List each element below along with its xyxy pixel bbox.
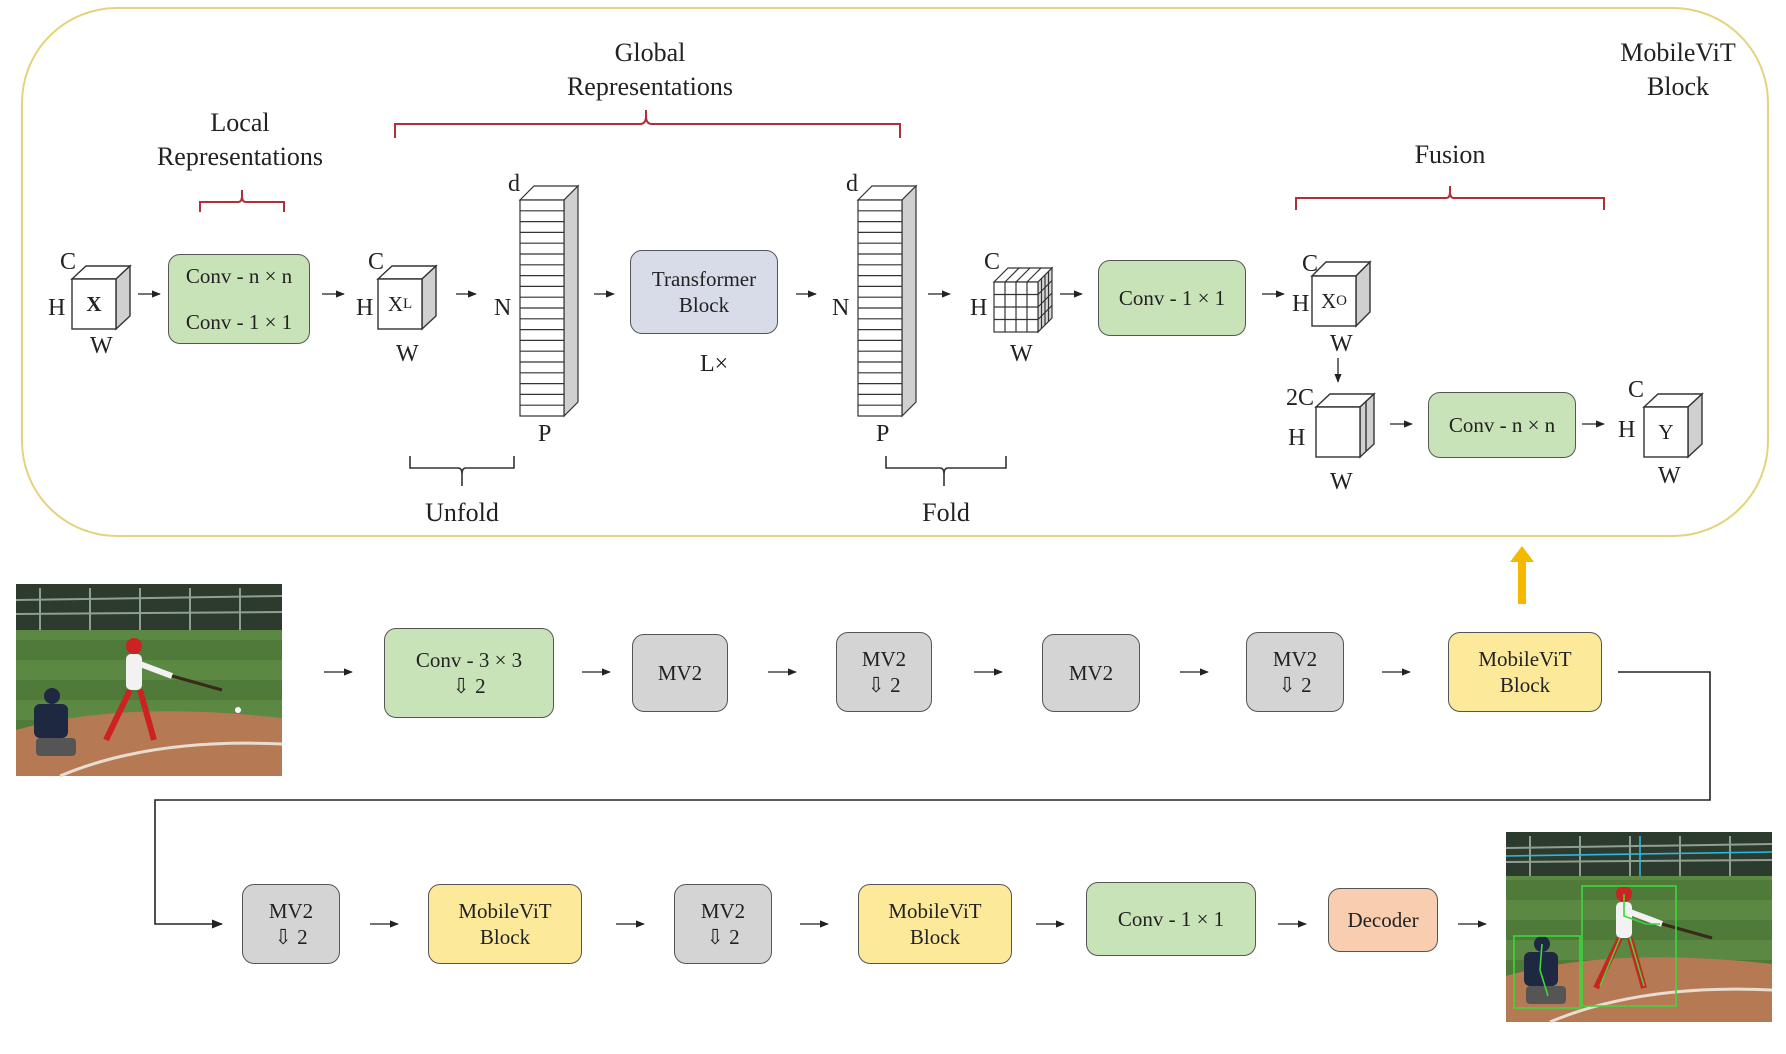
decoder-block: Decoder [1328, 888, 1438, 952]
dim-c-xl: C [368, 249, 385, 275]
mobilevit-block-title: MobileViT Block [1620, 38, 1736, 101]
dim-c-grid: C [984, 249, 1001, 275]
pipeline-mv2-label: MV2 [861, 647, 907, 671]
row-connector [154, 671, 1711, 929]
tensor-y-cube [1642, 392, 1704, 459]
dim-p-fold: P [876, 421, 890, 447]
pipeline-mobilevit-block-2: MobileViT Block [428, 884, 582, 964]
input-image [15, 584, 283, 778]
dim-w-xo: W [1330, 331, 1353, 357]
pipeline-mv2-label: MV2 [1068, 661, 1114, 685]
mobilevit-block-frame [21, 7, 1769, 537]
pipeline-mv2-label: MV2 [657, 661, 703, 685]
pipeline-mv2-label: MV2 [1272, 647, 1318, 671]
local-representations-label: Local Representations [156, 108, 324, 171]
unfold-brace [409, 456, 515, 486]
dim-d-fold: d [846, 171, 858, 197]
dim-c-y: C [1628, 377, 1645, 403]
fold-label: Fold [922, 498, 970, 527]
conv-1x1-label: Conv - 1 × 1 [185, 310, 293, 334]
dim-n-fold: N [832, 295, 850, 321]
dim-w-grid: W [1010, 341, 1033, 367]
transformer-block: Transformer Block [630, 250, 778, 334]
tensor-xl-cube [376, 264, 438, 331]
dim-w-y: W [1658, 463, 1681, 489]
pipeline-mv2-block-3: MV2 [1042, 634, 1140, 712]
downsample-label: ⇩ 2 [867, 673, 901, 697]
pipeline-mv2-label: MV2 [268, 899, 314, 923]
pipeline-mv2-block-5: MV2 ⇩ 2 [242, 884, 340, 964]
tensor-xo-cube [1310, 260, 1372, 328]
dim-w-xl: W [396, 341, 419, 367]
pipeline-mv2-block-6: MV2 ⇩ 2 [674, 884, 772, 964]
pipeline-mobilevit-block-3: MobileViT Block [858, 884, 1012, 964]
global-brace [394, 110, 901, 138]
dim-h-xo: H [1292, 291, 1310, 317]
downsample-label: ⇩ 2 [706, 925, 740, 949]
dim-n-unfold: N [494, 295, 512, 321]
dim-h-y: H [1618, 417, 1636, 443]
dim-h-xl: H [356, 295, 374, 321]
dim-2c: 2C [1286, 385, 1315, 411]
transformed-patch-stack [856, 184, 918, 418]
tensor-x-label: X [86, 291, 102, 316]
pipeline-conv3x3-block: Conv - 3 × 3 ⇩ 2 [384, 628, 554, 718]
pipeline-mv2-block-1: MV2 [632, 634, 728, 712]
pipeline-mobilevit-block-1: MobileViT Block [1448, 632, 1602, 712]
local-brace [199, 190, 285, 212]
dim-p-unfold: P [538, 421, 552, 447]
downsample-label: ⇩ 2 [452, 674, 486, 698]
dim-h-x: H [48, 295, 66, 321]
transformer-repeat-label: L× [700, 351, 729, 377]
tensor-y-label: Y [1658, 419, 1674, 444]
fusion-label: Fusion [1414, 140, 1486, 169]
fusion-brace [1295, 186, 1605, 210]
fold-brace [885, 456, 1007, 486]
dim-h-grid: H [970, 295, 988, 321]
unfolded-patch-stack [518, 184, 580, 418]
conv-nxn-conv-1x1-block: Conv - n × n Conv - 1 × 1 [168, 254, 310, 344]
dim-w-2c: W [1330, 469, 1353, 495]
dim-w-x: W [90, 333, 113, 359]
unfold-label: Unfold [425, 498, 499, 527]
downsample-label: ⇩ 2 [1278, 673, 1312, 697]
fusion-conv-1x1-block: Conv - 1 × 1 [1098, 260, 1246, 336]
pipeline-mv2-block-4: MV2 ⇩ 2 [1246, 632, 1344, 712]
global-representations-label: Global Representations [566, 38, 734, 101]
pipeline-conv1x1-block: Conv - 1 × 1 [1086, 882, 1256, 956]
tensor-2c-cube [1314, 392, 1376, 459]
dim-c-x: C [60, 249, 77, 275]
pipeline-mv2-block-2: MV2 ⇩ 2 [836, 632, 932, 712]
dim-c-xo: C [1302, 251, 1319, 277]
folded-grid-cube [992, 266, 1054, 334]
expand-up-arrow [1510, 546, 1534, 604]
dim-h-2c: H [1288, 425, 1306, 451]
downsample-label: ⇩ 2 [274, 925, 308, 949]
tensor-x-cube [70, 264, 132, 331]
output-image [1505, 832, 1773, 1024]
fusion-conv-nxn-block: Conv - n × n [1428, 392, 1576, 458]
pipeline-mv2-label: MV2 [700, 899, 746, 923]
pipeline-conv3x3-label: Conv - 3 × 3 [415, 648, 523, 672]
dim-d-unfold: d [508, 171, 520, 197]
conv-nxn-label: Conv - n × n [185, 264, 293, 288]
